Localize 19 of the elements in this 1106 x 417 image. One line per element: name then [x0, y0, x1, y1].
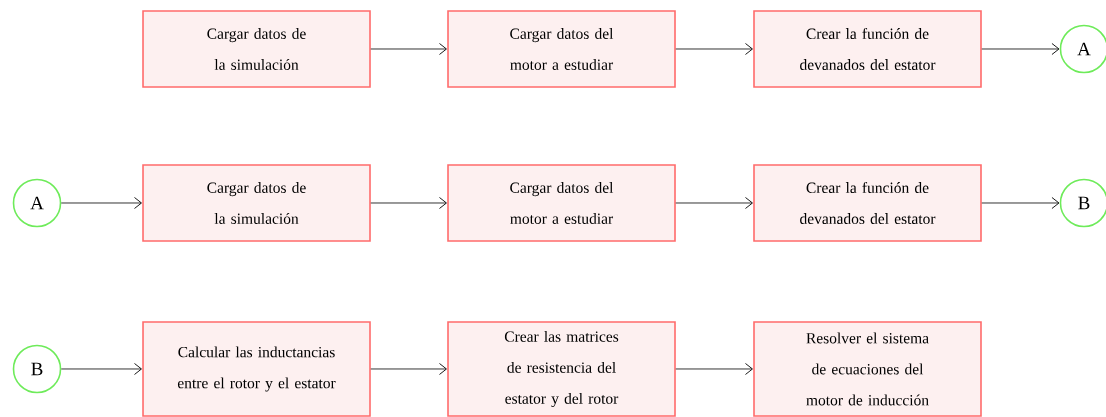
process-box: Cargar datos de la simulación: [142, 10, 371, 88]
process-box: Crear la función de devanados del estator: [753, 164, 982, 242]
arrow: [60, 197, 142, 209]
process-box: Calcular las inductancias entre el rotor y el estator: [142, 321, 371, 417]
arrow: [675, 43, 753, 55]
arrow: [370, 197, 447, 209]
process-box: Crear las matrices de resistencia del estator y del rotor: [447, 321, 676, 417]
arrow: [981, 197, 1060, 209]
process-box: Cargar datos del motor a estudiar: [447, 10, 676, 88]
arrow: [981, 43, 1060, 55]
process-box: Cargar datos del motor a estudiar: [447, 164, 676, 242]
arrow: [370, 43, 447, 55]
process-box: Cargar datos de la simulación: [142, 164, 371, 242]
arrow: [370, 363, 447, 375]
arrow: [675, 363, 753, 375]
process-box: Crear la función de devanados del estator: [753, 10, 982, 88]
arrow: [675, 197, 753, 209]
process-box: Resolver el sistema de ecuaciones del motor de inducción: [753, 321, 982, 417]
arrow: [60, 363, 142, 375]
